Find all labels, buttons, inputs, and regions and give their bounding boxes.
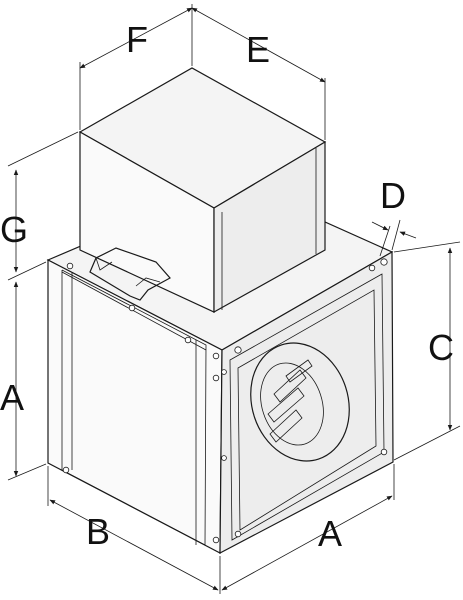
lifting-lug [89,247,171,301]
dimension-label-b: B [86,511,110,552]
motor-housing [78,67,327,314]
dimension-lines [7,4,461,594]
fan-blade-wheel [267,359,313,443]
fan-inlet [250,342,350,462]
dimension-label-e: E [246,29,270,70]
dimension-label-g: G [0,209,28,250]
dimension-label-d: D [380,175,406,216]
dimension-label-a-bottom: A [318,513,342,554]
dimension-label-c: C [428,327,454,368]
dimension-label-a-left: A [0,377,24,418]
dimension-label-f: F [126,19,148,60]
